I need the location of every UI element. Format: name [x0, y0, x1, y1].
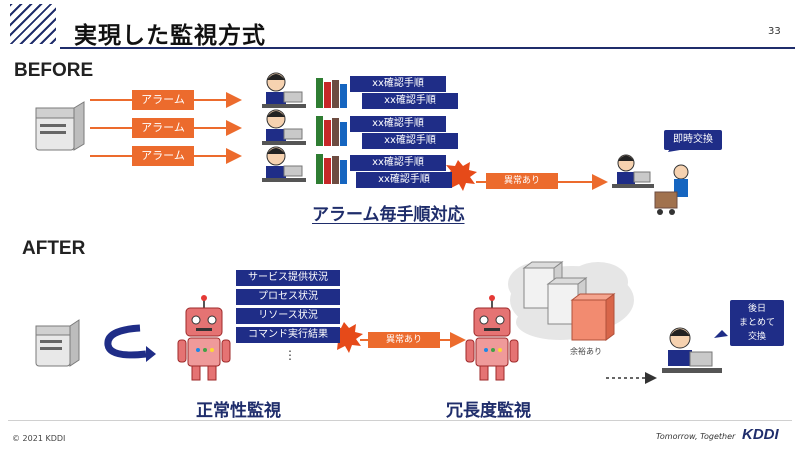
after-label: AFTER: [22, 238, 86, 259]
technician-with-cart-icon: [654, 164, 689, 215]
check-item-box: リソース状況: [236, 308, 340, 324]
monitoring-robot-icon: [465, 295, 519, 381]
operator-icon: [612, 154, 654, 188]
header-stripes-decoration: [10, 4, 56, 44]
speech-bubble: 後日 まとめて 交換: [730, 300, 784, 346]
footer-divider: [8, 420, 792, 421]
more-items-ellipsis: ⋮: [284, 348, 296, 362]
manual-books-icon: [316, 116, 347, 146]
procedure-box: xx確認手順: [350, 116, 446, 132]
alarm-label: アラーム: [132, 146, 194, 166]
check-item-box: サービス提供状況: [236, 270, 340, 286]
operator-icon: [262, 72, 306, 108]
page-number: 33: [768, 26, 781, 37]
polling-loop-arrow-icon: [104, 324, 147, 359]
speech-bubble-line: まとめて: [738, 318, 775, 328]
anomaly-label: 異常あり: [486, 173, 558, 189]
after-caption-right: 冗長度監視: [446, 401, 531, 421]
brand-tagline: Tomorrow, Together: [656, 432, 736, 441]
speech-bubble-line: 後日: [747, 304, 766, 314]
manual-books-icon: [316, 78, 347, 108]
slide-title: 実現した監視方式: [74, 23, 266, 49]
monitoring-robot-icon: [177, 295, 231, 381]
procedure-box: xx確認手順: [350, 155, 446, 171]
copyright: © 2021 KDDI: [12, 434, 66, 443]
before-caption: アラーム毎手順対応: [312, 205, 465, 225]
manual-books-icon: [316, 154, 347, 184]
spare-capacity-label: 余裕あり: [570, 347, 602, 356]
speech-bubble-tail: [714, 330, 728, 338]
operator-icon: [262, 146, 306, 182]
procedure-box: xx確認手順: [356, 172, 452, 188]
alarm-label: アラーム: [132, 118, 194, 138]
server-icon: [35, 319, 80, 367]
redundant-servers-cloud-icon: [508, 261, 634, 341]
procedure-box: xx確認手順: [362, 93, 458, 109]
alarm-label: アラーム: [132, 90, 194, 110]
server-icon: [35, 101, 85, 151]
procedure-box: xx確認手順: [350, 76, 446, 92]
after-caption-left: 正常性監視: [196, 401, 281, 421]
check-item-box: コマンド実行結果: [236, 327, 340, 343]
operator-icon: [262, 109, 306, 145]
brand-logo: KDDI: [742, 426, 779, 443]
procedure-box: xx確認手順: [362, 133, 458, 149]
check-item-box: プロセス状況: [236, 289, 340, 305]
operator-icon: [662, 327, 722, 373]
title-underline: [60, 47, 795, 49]
speech-bubble-line: 交換: [747, 332, 766, 342]
alert-burst-icon: [444, 160, 477, 191]
before-label: BEFORE: [14, 60, 94, 81]
speech-bubble: 即時交換: [664, 130, 722, 150]
anomaly-label: 異常あり: [368, 332, 440, 348]
